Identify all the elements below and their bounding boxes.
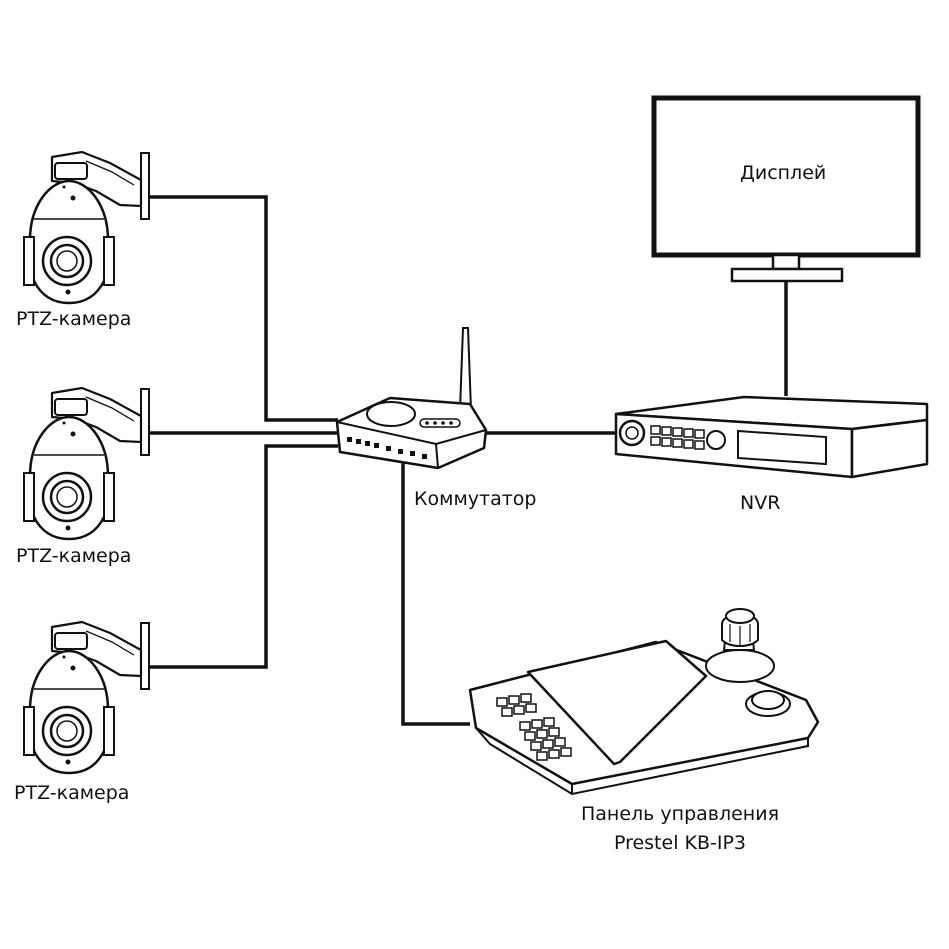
nvr-icon [614, 395, 929, 479]
switch-label: Коммутатор [414, 488, 537, 510]
keyboard-label-line1: Панель управления [580, 803, 780, 825]
display-monitor-icon [651, 95, 921, 283]
ptz-camera-2-icon [22, 386, 151, 541]
camera-1-label: PTZ-камера [16, 308, 132, 330]
display-label: Дисплей [740, 162, 827, 184]
cables [150, 195, 788, 726]
keyboard-label-line2: Prestel KB-IP3 [613, 832, 747, 854]
ptz-camera-1-icon [22, 150, 151, 305]
camera-3-label: PTZ-камера [14, 782, 130, 804]
control-keyboard-icon [468, 608, 820, 796]
network-switch-icon [335, 327, 488, 470]
cable-switch-keyboard [401, 462, 470, 726]
cable-camera-1 [150, 195, 338, 422]
cable-camera-3 [150, 444, 338, 669]
ptz-camera-3-icon [22, 620, 151, 775]
camera-2-label: PTZ-камера [16, 545, 132, 567]
nvr-label: NVR [740, 492, 781, 514]
